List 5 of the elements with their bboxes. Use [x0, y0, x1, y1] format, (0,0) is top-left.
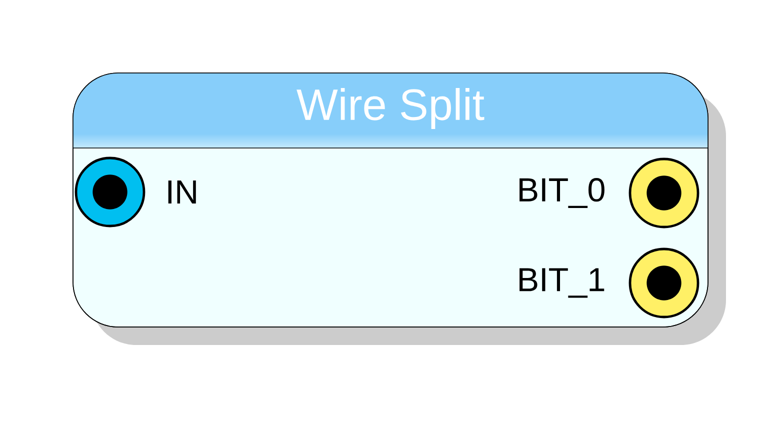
- port-circle: [628, 248, 700, 318]
- port-circle: [74, 156, 146, 228]
- port-circle: [628, 158, 700, 228]
- port-label: BIT_1: [520, 268, 604, 298]
- port-label: BIT_0: [520, 178, 604, 208]
